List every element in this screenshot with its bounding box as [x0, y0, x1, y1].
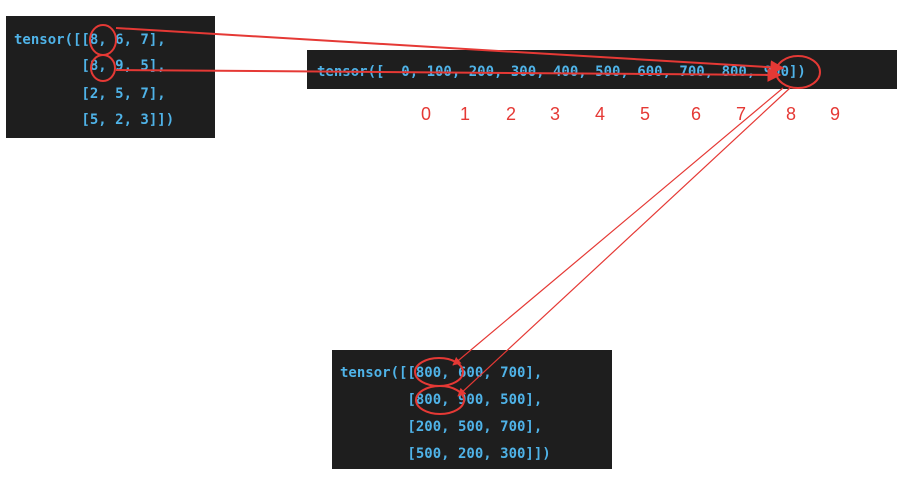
position-label: 1	[459, 104, 471, 124]
position-label: 7	[735, 104, 747, 124]
position-label: 9	[829, 104, 841, 124]
highlight-circle	[415, 385, 465, 415]
index-tensor-line: [2, 5, 7],	[14, 86, 166, 102]
arrow-line	[452, 87, 784, 366]
position-label: 2	[505, 104, 517, 124]
result-tensor-line: [200, 500, 700],	[340, 419, 543, 435]
highlight-circle	[90, 54, 116, 82]
position-label: 3	[549, 104, 561, 124]
highlight-circle	[89, 24, 117, 56]
position-label: 6	[690, 104, 702, 124]
position-label: 8	[785, 104, 797, 124]
result-tensor-box: tensor([[800, 600, 700], [800, 900, 500]…	[332, 350, 612, 469]
index-tensor-line: [5, 2, 3]])	[14, 112, 175, 128]
arrow-line	[457, 87, 791, 397]
position-label: 0	[420, 104, 432, 124]
position-label: 4	[594, 104, 606, 124]
arrow-line	[115, 67, 782, 82]
result-tensor-line: [500, 200, 300]])	[340, 446, 551, 462]
arrow-line	[115, 27, 785, 75]
position-label: 5	[639, 104, 651, 124]
highlight-circle	[775, 55, 821, 89]
result-tensor-line: tensor([[800, 600, 700],	[340, 365, 543, 381]
index-tensor-line: tensor([[8, 6, 7],	[14, 32, 166, 48]
